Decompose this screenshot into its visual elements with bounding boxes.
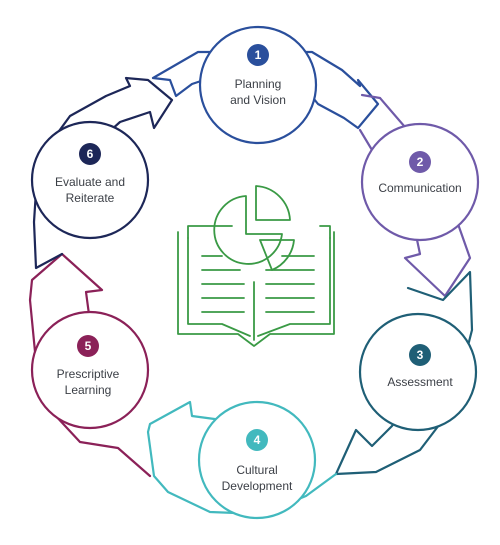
step-circle-6 [30, 120, 150, 240]
step-badge-6 [79, 143, 101, 165]
step-label-3: Assessment [387, 375, 453, 389]
step-badge-1 [247, 44, 269, 66]
step-number-4: 4 [254, 433, 261, 447]
step-label-4: Cultural Development [221, 463, 293, 493]
step-circle-3 [358, 312, 478, 432]
step-label-2: Communication [378, 181, 462, 195]
step-number-6: 6 [87, 147, 94, 161]
step-label-5: Prescriptive Learning [56, 367, 120, 397]
step-number-2: 2 [417, 155, 424, 169]
step-badge-3 [409, 344, 431, 366]
step-circle-1 [198, 25, 318, 145]
step-label-1: Planning and Vision [230, 77, 286, 107]
step-badge-4 [246, 429, 268, 451]
arrow-step-6-to-1 [32, 76, 174, 270]
step-badge-5 [77, 335, 99, 357]
step-circle-4 [197, 400, 317, 520]
step-circle-5 [30, 310, 150, 430]
book-with-pie-chart-icon [177, 185, 335, 347]
arrow-step-1-to-2 [151, 50, 380, 130]
step-badge-2 [409, 151, 431, 173]
step-label-6: Evaluate and Reiterate [54, 175, 126, 205]
step-circle-2 [360, 122, 480, 242]
step-number-1: 1 [255, 48, 262, 62]
step-number-3: 3 [417, 348, 424, 362]
step-number-5: 5 [85, 339, 92, 353]
